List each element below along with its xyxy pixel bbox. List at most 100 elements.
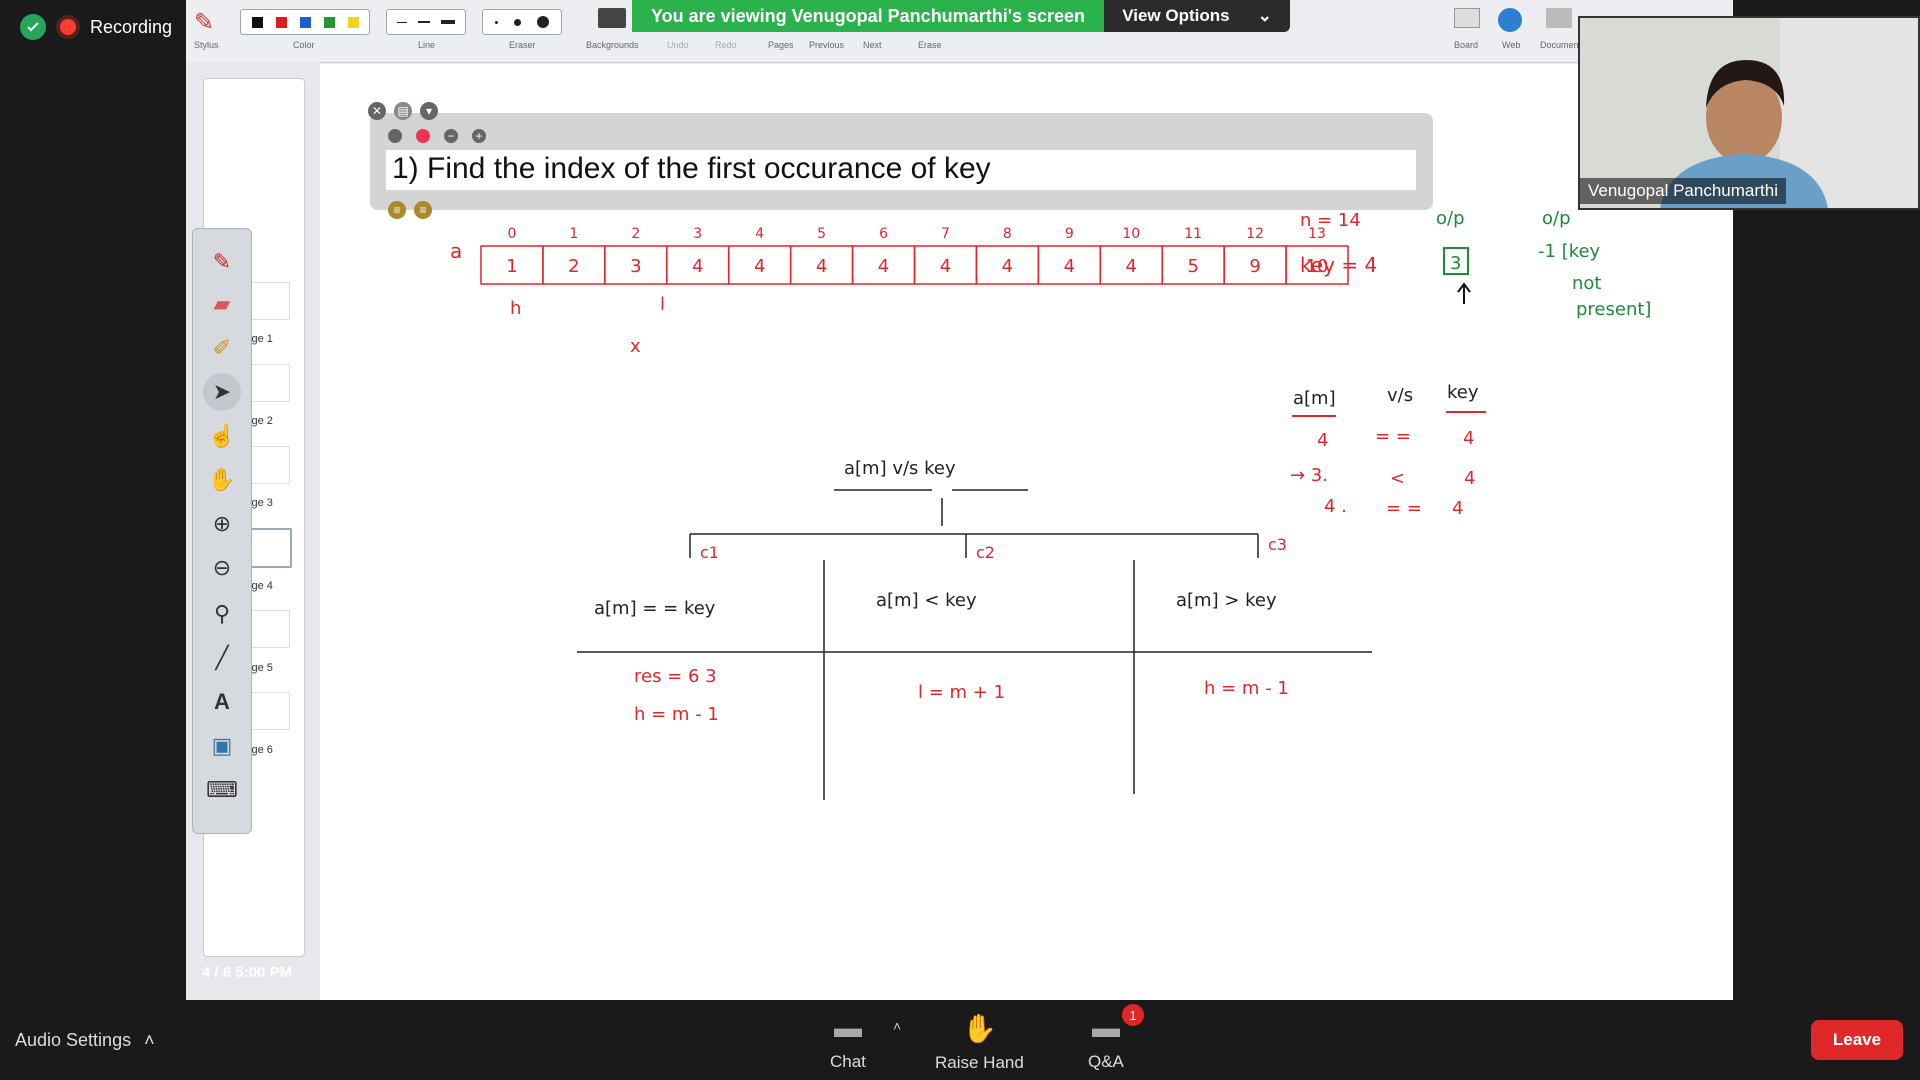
chevron-up-icon[interactable]: ˄ xyxy=(893,1018,902,1034)
raise-hand-label: Raise Hand xyxy=(935,1053,1024,1072)
h-mark: h xyxy=(510,298,521,319)
question-text-box[interactable] xyxy=(386,150,1416,190)
color-swatch-blue[interactable] xyxy=(299,16,311,28)
line-picker[interactable] xyxy=(386,9,466,35)
participant-video[interactable] xyxy=(1578,16,1920,210)
tree-head: a[m] v/s key xyxy=(844,458,956,479)
laser-pen-icon[interactable]: ⚲ xyxy=(213,601,231,626)
zoom-out-icon[interactable]: ⊖ xyxy=(212,555,232,580)
eraser-icon[interactable]: ▰ xyxy=(213,291,231,316)
cmp-row1-right: 4 xyxy=(1463,428,1474,449)
cmp-row2-left: → 3. xyxy=(1290,465,1328,486)
case-c3: c3 xyxy=(1268,535,1287,554)
audio-settings-button[interactable]: Audio Settings ˄ xyxy=(15,1030,155,1051)
board-label: Board xyxy=(1454,40,1479,50)
eraser-small-icon[interactable] xyxy=(495,20,498,24)
color-wheel-icon[interactable] xyxy=(416,129,430,143)
color-swatch-green[interactable] xyxy=(323,16,335,28)
question-title: 1) Find the index of the first occurance… xyxy=(392,152,991,185)
pen-icon[interactable]: ✎ xyxy=(212,249,232,274)
line-icon[interactable]: ╱ xyxy=(215,645,229,670)
pages-button[interactable]: Pages xyxy=(768,40,794,50)
keyboard-icon[interactable]: ⌨ xyxy=(206,777,238,802)
redo-button[interactable]: Redo xyxy=(715,40,737,50)
page-thumbnail-4[interactable] xyxy=(248,528,292,568)
pan-hand-icon[interactable]: ✋ xyxy=(208,467,236,492)
undo-button[interactable]: Undo xyxy=(667,40,689,50)
color-swatch-black[interactable] xyxy=(251,16,263,28)
array-value: 4 xyxy=(816,256,827,277)
color-label: Color xyxy=(293,40,315,50)
output-label-2: o/p xyxy=(1542,208,1571,229)
chevron-down-icon[interactable]: ▾ xyxy=(420,102,438,120)
copy-icon[interactable]: ▤ xyxy=(394,102,412,120)
whiteboard-canvas[interactable] xyxy=(320,64,1733,1000)
format-icon[interactable] xyxy=(388,129,402,143)
page-thumbnail-1[interactable] xyxy=(248,282,290,320)
eraser-large-icon[interactable] xyxy=(537,16,549,28)
line-medium-icon[interactable] xyxy=(417,21,430,23)
qa-icon: ▬ xyxy=(1091,1012,1120,1043)
arrow-up-icon xyxy=(1457,282,1471,304)
date-time: 4 / 6 5:00 PM xyxy=(202,964,293,981)
list-icon[interactable]: ≡ xyxy=(388,201,406,219)
image-icon[interactable]: ▣ xyxy=(211,733,233,758)
web-tool[interactable] xyxy=(1498,8,1522,32)
array-value: 5 xyxy=(1187,256,1198,277)
color-swatch-red[interactable] xyxy=(275,16,287,28)
view-options-button[interactable]: View Options ⌄ xyxy=(1104,0,1290,32)
array-value: 1 xyxy=(506,256,517,277)
raise-hand-button[interactable]: ✋ Raise Hand xyxy=(935,1012,1024,1073)
array-index: 13 xyxy=(1308,226,1326,242)
array-index: 5 xyxy=(817,226,826,242)
list-alt-icon[interactable]: ≡ xyxy=(414,201,432,219)
qa-button[interactable]: ▬ Q&A xyxy=(1088,1012,1124,1072)
text-icon[interactable]: A xyxy=(214,689,230,714)
eraser-medium-icon[interactable] xyxy=(514,18,521,26)
recording-label: Recording xyxy=(90,16,173,37)
backgrounds-tool[interactable] xyxy=(598,8,626,28)
zoom-in-icon[interactable]: ⊕ xyxy=(212,511,232,536)
case-c1: c1 xyxy=(700,543,719,562)
board-tool[interactable] xyxy=(1454,8,1480,28)
stylus-tool[interactable]: ✎ xyxy=(194,8,214,37)
stylus-label: Stylus xyxy=(194,40,219,50)
chat-button[interactable]: ▬ Chat xyxy=(830,1012,866,1072)
plus-icon[interactable]: + xyxy=(472,129,486,143)
hand-icon: ✋ xyxy=(961,1013,997,1044)
case-head-1: a[m] = = key xyxy=(594,598,716,619)
color-swatch-yellow[interactable] xyxy=(347,16,359,28)
documents-tool[interactable] xyxy=(1546,8,1572,28)
page-thumbnail-5[interactable] xyxy=(248,610,290,648)
color-picker[interactable] xyxy=(240,9,370,35)
array-index: 4 xyxy=(755,226,764,242)
eraser-picker[interactable] xyxy=(482,9,562,35)
cmp-row3-op: = = xyxy=(1386,498,1422,519)
array-index: 1 xyxy=(569,226,578,242)
pointer-icon[interactable]: ➤ xyxy=(203,373,241,411)
leave-button[interactable]: Leave xyxy=(1811,1020,1903,1060)
erase-button[interactable]: Erase xyxy=(918,40,942,50)
hand-pointer-icon[interactable]: ☝ xyxy=(208,423,236,448)
stylus-icon: ✎ xyxy=(194,9,215,36)
array-value: 4 xyxy=(1002,256,1013,277)
page-thumbnail-2[interactable] xyxy=(248,364,290,402)
array-value: 4 xyxy=(692,256,703,277)
qa-label: Q&A xyxy=(1088,1052,1124,1071)
record-dot-icon xyxy=(60,19,76,35)
next-button[interactable]: Next xyxy=(863,40,882,50)
case-head-3: a[m] > key xyxy=(1176,590,1277,611)
line-thin-icon[interactable] xyxy=(396,21,407,23)
page-thumbnail-3[interactable] xyxy=(248,446,290,484)
line-thick-icon[interactable] xyxy=(441,20,456,24)
previous-button[interactable]: Previous xyxy=(809,40,845,50)
qa-badge: 1 xyxy=(1122,1004,1144,1026)
highlighter-icon[interactable]: ✐ xyxy=(212,335,232,360)
cmp-row3-right: 4 xyxy=(1452,498,1463,519)
page-thumbnail-6[interactable] xyxy=(248,692,290,730)
close-icon[interactable]: ✕ xyxy=(368,102,386,120)
array-index: 7 xyxy=(941,226,950,242)
minus-icon[interactable]: − xyxy=(444,129,458,143)
array-index: 0 xyxy=(508,226,517,242)
